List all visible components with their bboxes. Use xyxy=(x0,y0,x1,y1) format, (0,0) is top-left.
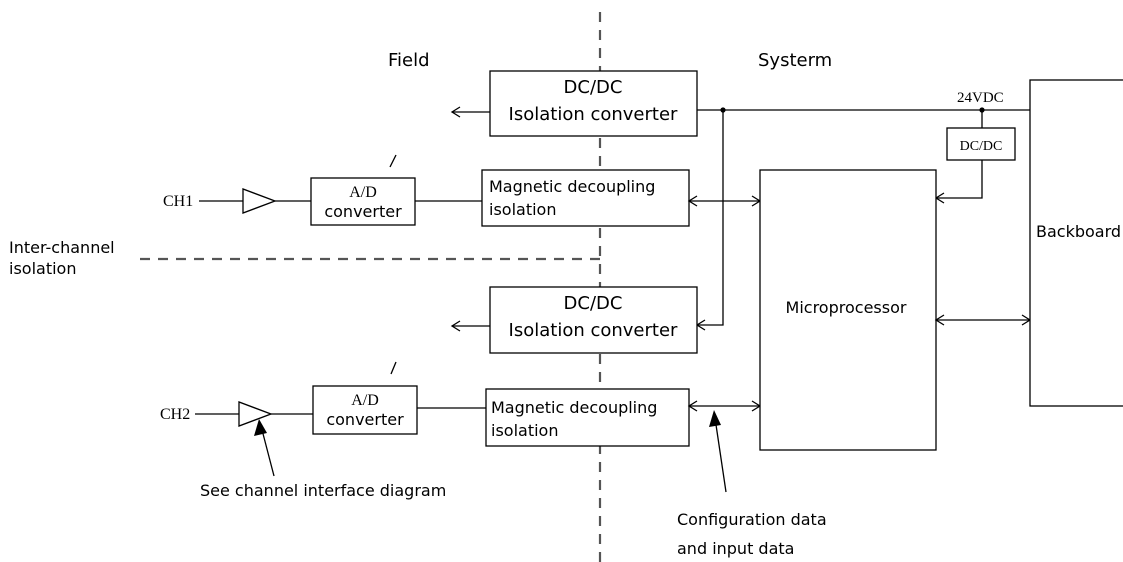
config-data-note-line1: Configuration data xyxy=(677,510,827,529)
inter-channel-label-line2: isolation xyxy=(9,259,76,278)
ch1-adc-box xyxy=(310,177,416,226)
ch1-adc-line1: A/D xyxy=(349,184,377,201)
local-dcdc-label: DC/DC xyxy=(960,139,1003,154)
isolation-converter-1-line1: DC/DC xyxy=(564,77,623,98)
isolation-converter-2 xyxy=(489,286,698,354)
ch2-label: CH2 xyxy=(160,406,190,423)
ch2-isolation-line1: Magnetic decoupling xyxy=(491,398,657,417)
isolation-converter-1 xyxy=(489,70,698,137)
ch1-isolation-line1: Magnetic decoupling xyxy=(489,177,655,196)
ch2-adc-line2: converter xyxy=(326,410,404,429)
ch1-amplifier-icon xyxy=(242,188,277,214)
ch1-adc-line2: converter xyxy=(324,202,402,221)
ch1-isolation-line2: isolation xyxy=(489,200,556,219)
isolation-converter-1-line2: Isolation converter xyxy=(509,104,679,125)
local-dcdc-box xyxy=(946,127,1016,161)
isolation-converter-2-line2: Isolation converter xyxy=(509,320,679,341)
ch2-amplifier-icon xyxy=(238,401,273,427)
converter-1-output-arrowhead xyxy=(450,106,461,118)
channel-interface-pointer xyxy=(260,425,275,477)
converter-2-output-arrowhead xyxy=(450,320,461,332)
supply-label: 24VDC xyxy=(957,90,1004,106)
field-label: Field xyxy=(388,50,430,71)
backboard-label: Backboard xyxy=(1036,222,1121,241)
config-data-arrowhead xyxy=(709,410,721,427)
microprocessor-label: Microprocessor xyxy=(786,298,907,317)
config-data-note-line2: and input data xyxy=(677,539,794,558)
channel-interface-note: See channel interface diagram xyxy=(200,481,446,500)
ch2-adc-line1: A/D xyxy=(351,392,379,409)
ch1-magnetic-isolation-box xyxy=(481,169,690,227)
microprocessor-box xyxy=(759,169,937,451)
local-dcdc-to-processor-wire xyxy=(936,160,983,199)
channel-interface-arrowhead xyxy=(254,419,267,436)
ch2-data-link-left-arrowhead xyxy=(687,400,698,412)
isolation-converter-2-line1: DC/DC xyxy=(564,293,623,314)
ch2-adc-box xyxy=(312,385,418,435)
ch1-adc-tick xyxy=(389,154,397,168)
ch2-adc-tick xyxy=(390,361,397,375)
config-data-pointer xyxy=(714,417,727,493)
ch2-magnetic-isolation-box xyxy=(485,388,690,447)
backboard-box xyxy=(1029,79,1123,407)
processor-backboard-left-arrowhead xyxy=(934,314,945,326)
ch2-isolation-line2: isolation xyxy=(491,421,558,440)
inter-channel-label-line1: Inter-channel xyxy=(9,238,115,257)
power-feed-to-converter-2 xyxy=(697,110,724,326)
ch1-data-link-left-arrowhead xyxy=(687,195,698,207)
system-label: Systerm xyxy=(758,50,832,71)
ch1-label: CH1 xyxy=(163,193,193,210)
